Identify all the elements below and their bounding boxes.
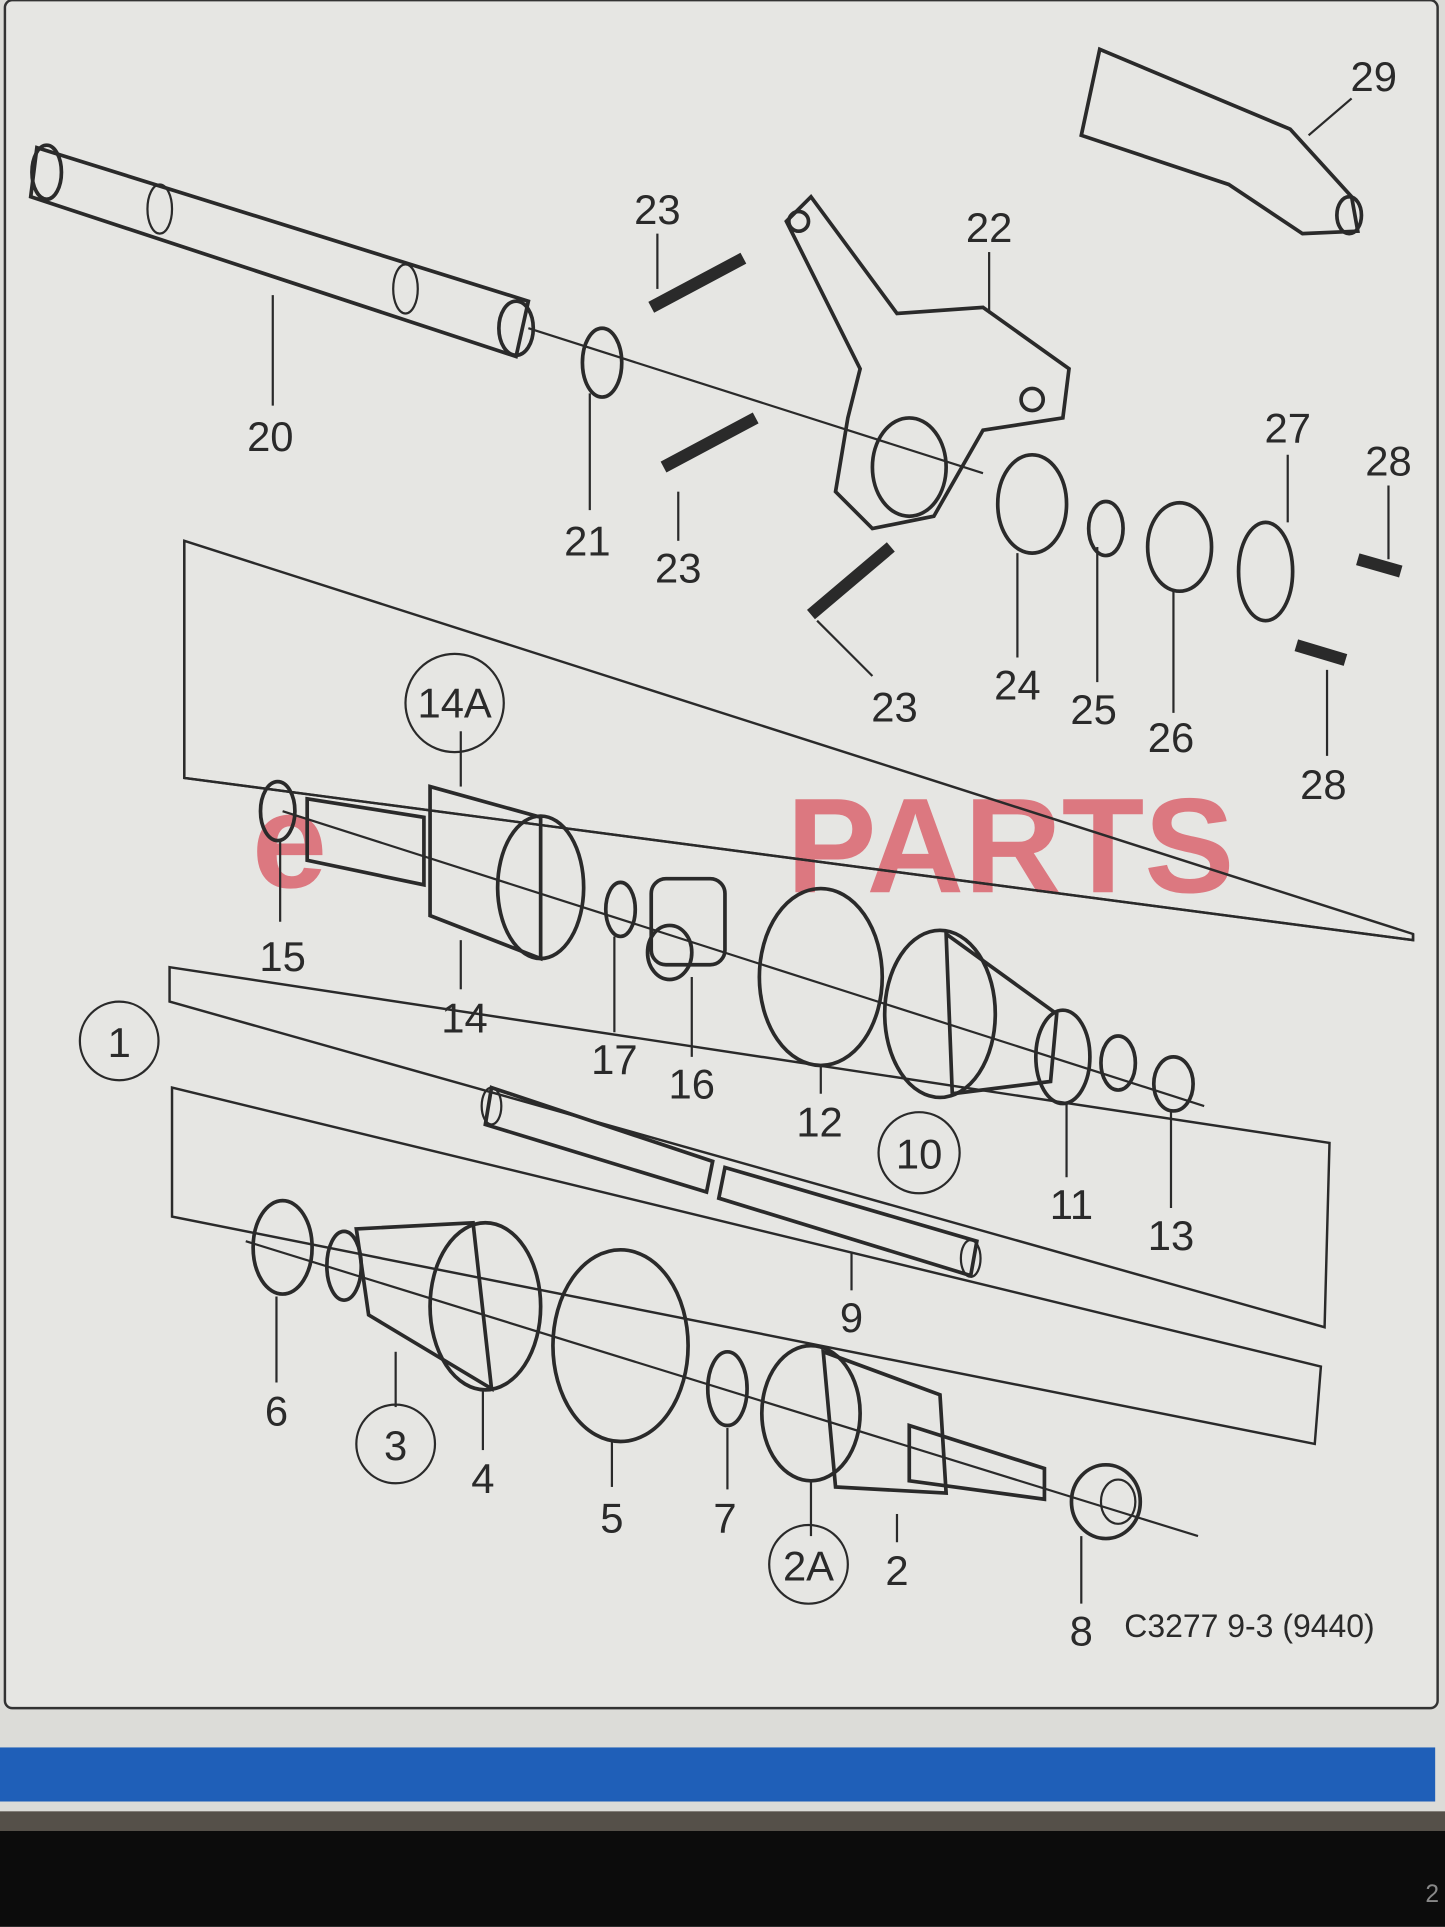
callout-15[interactable]: 15	[259, 933, 305, 980]
circlip-part	[580, 326, 624, 399]
intermediate-shaft-part	[28, 143, 536, 359]
callout-10[interactable]: 10	[896, 1131, 942, 1178]
circlip-17-part	[603, 880, 638, 939]
bezel	[0, 1830, 1445, 1927]
clamp-5-part	[551, 1247, 690, 1444]
callout-23[interactable]: 23	[655, 545, 701, 592]
callout-26[interactable]: 26	[1148, 714, 1194, 761]
panel-shaft	[168, 965, 1331, 1329]
callout-25[interactable]: 25	[1070, 686, 1116, 733]
grease-tube-part	[1079, 46, 1364, 236]
panel-outer-joint	[170, 1086, 1323, 1446]
callout-14a[interactable]: 14A	[417, 680, 491, 727]
clamp-11-part	[1099, 1034, 1138, 1092]
blue-status-bar	[0, 1747, 1436, 1802]
callout-circle-3	[355, 1403, 437, 1485]
circlip-7-part	[705, 1349, 749, 1428]
watermark-brand: PARTS	[786, 770, 1234, 921]
clamp-12-part	[757, 886, 885, 1068]
callout-24[interactable]: 24	[994, 661, 1040, 708]
callout-circle-14a	[404, 652, 505, 754]
callout-17[interactable]: 17	[591, 1036, 637, 1083]
callout-4[interactable]: 4	[471, 1455, 494, 1502]
callout-circle-2a	[768, 1523, 849, 1605]
callout-2a[interactable]: 2A	[783, 1542, 834, 1589]
clamp-6-part	[251, 1198, 314, 1296]
boot-3-part	[325, 1220, 543, 1393]
callout-3[interactable]: 3	[384, 1422, 407, 1469]
callout-29[interactable]: 29	[1350, 53, 1396, 100]
bearing-bracket-part	[784, 193, 1071, 531]
callout-11[interactable]: 11	[1050, 1181, 1093, 1228]
leader-lines	[271, 97, 1390, 1604]
retainer-part	[1236, 520, 1295, 623]
boot-10-part	[882, 928, 1092, 1106]
reference-code: C3277 9-3 (9440)	[1124, 1608, 1374, 1644]
callout-6[interactable]: 6	[265, 1388, 288, 1435]
callout-16[interactable]: 16	[669, 1061, 715, 1108]
callout-20[interactable]: 20	[247, 413, 293, 460]
scrollbar-track	[0, 1811, 1445, 1831]
callout-5[interactable]: 5	[600, 1494, 623, 1541]
bearing-part	[995, 452, 1069, 555]
clamp-13-part	[1151, 1055, 1195, 1113]
callout-23[interactable]: 23	[871, 683, 917, 730]
callout-13[interactable]: 13	[1148, 1212, 1194, 1259]
callout-12[interactable]: 12	[796, 1099, 842, 1146]
callout-2[interactable]: 2	[885, 1547, 908, 1594]
callout-28[interactable]: 28	[1365, 438, 1411, 485]
callout-28[interactable]: 28	[1300, 761, 1346, 808]
inner-joint-housing-part	[305, 784, 586, 962]
circlip-15-part	[258, 779, 297, 843]
collar-part	[1145, 500, 1214, 594]
callout-8[interactable]: 8	[1070, 1607, 1093, 1654]
callout-23[interactable]: 23	[634, 186, 680, 233]
snap-ring-part	[1086, 499, 1125, 558]
callout-circle-10	[877, 1111, 961, 1195]
bolt-part	[648, 252, 747, 313]
callout-27[interactable]: 27	[1264, 405, 1310, 452]
tripod-part	[645, 876, 727, 982]
callout-22[interactable]: 22	[966, 204, 1012, 251]
callout-1[interactable]: 1	[108, 1019, 131, 1066]
drive-shaft-part	[480, 1085, 982, 1278]
callout-9[interactable]: 9	[840, 1294, 863, 1341]
callout-21[interactable]: 21	[564, 518, 610, 565]
corner-text: 2	[1425, 1881, 1439, 1908]
callout-7[interactable]: 7	[713, 1494, 736, 1541]
nut-8-part	[1069, 1462, 1143, 1541]
callout-circle-1	[78, 1000, 160, 1082]
callout-14[interactable]: 14	[441, 994, 487, 1041]
